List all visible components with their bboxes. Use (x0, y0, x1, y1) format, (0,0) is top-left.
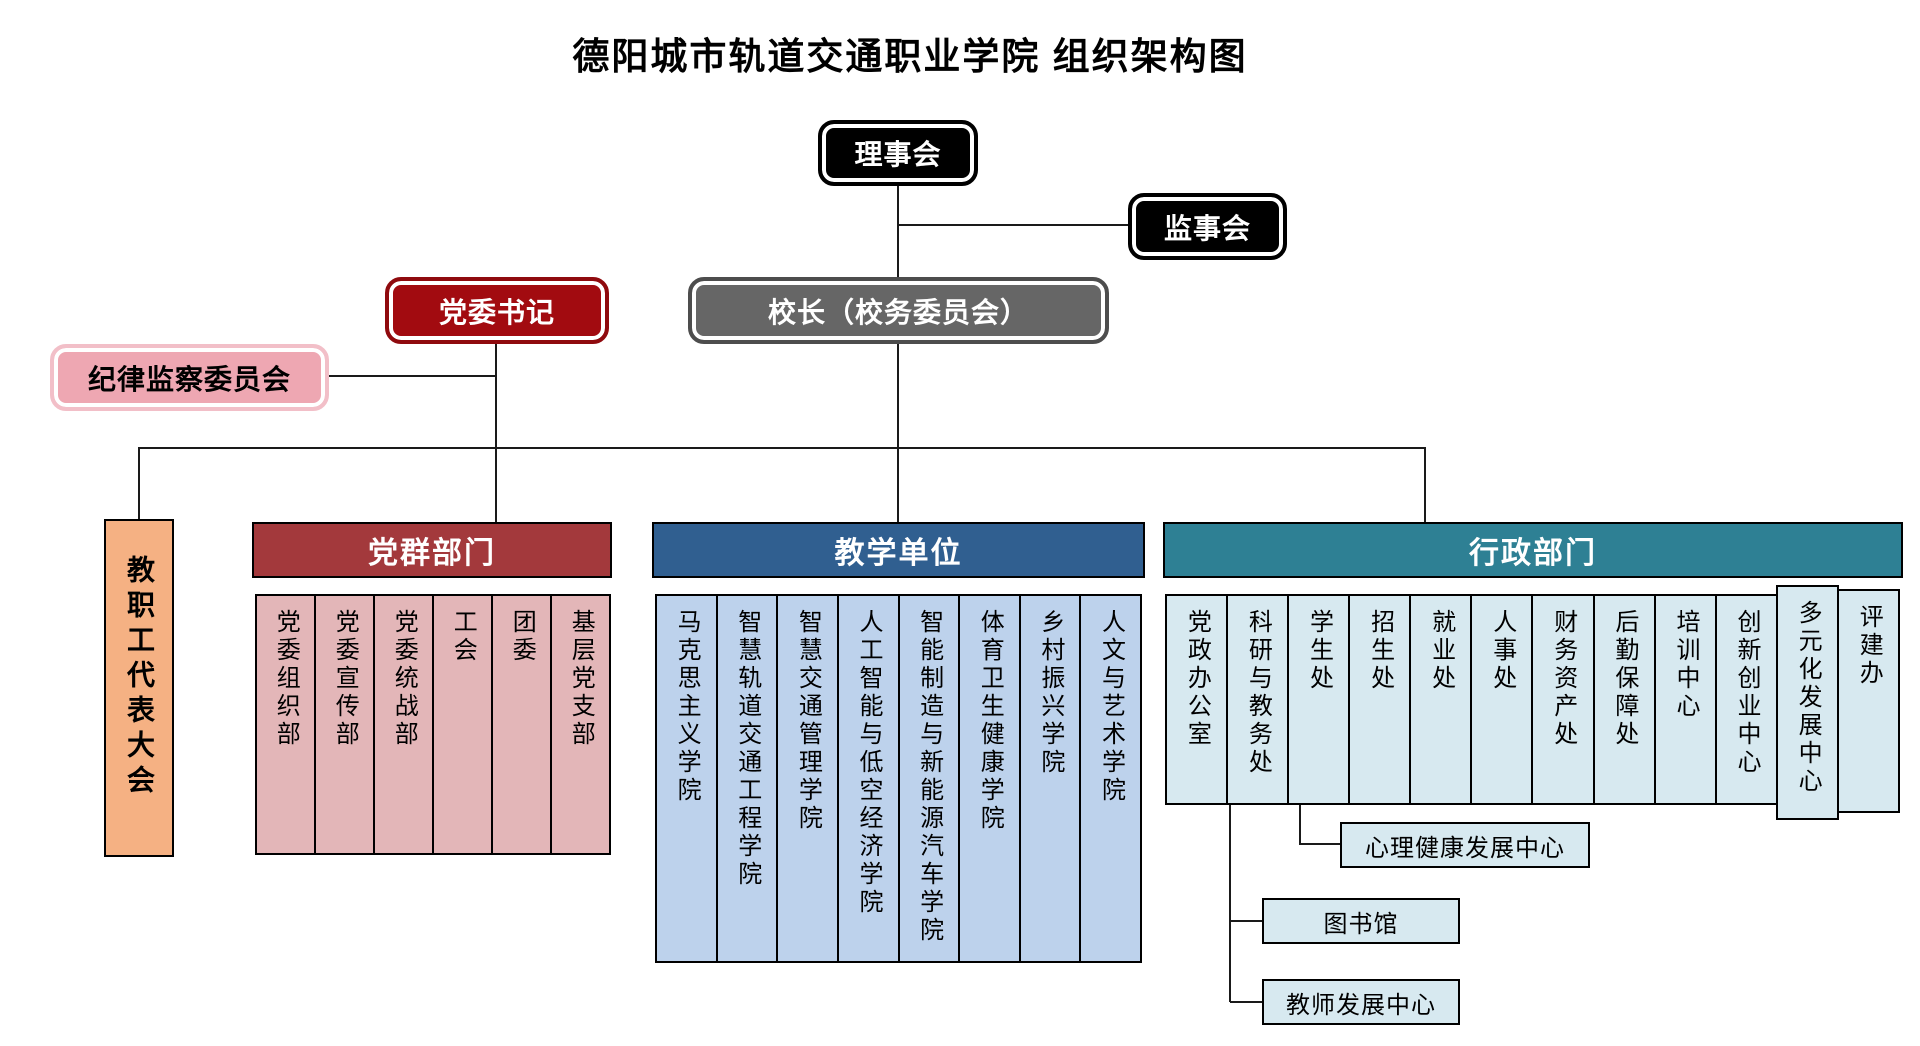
connector-board-president (897, 186, 899, 277)
dept-label: 财务资产处 (1549, 609, 1577, 749)
dept-column: 智能制造与新能源汽车学院 (899, 594, 961, 963)
connector-library-branch (1230, 920, 1262, 922)
dept-label: 体育卫生健康学院 (976, 609, 1004, 833)
dept-label: 党委组织部 (272, 609, 300, 749)
node-president-label: 校长（校务委员会） (767, 296, 1029, 328)
page-title: 德阳城市轨道交通职业学院 组织架构图 (572, 36, 1248, 77)
node-party-secretary-label: 党委书记 (438, 296, 555, 328)
node-discipline-label: 纪律监察委员会 (87, 363, 291, 395)
dept-label: 人事处 (1488, 609, 1516, 693)
dept-column: 党政办公室 (1165, 594, 1229, 805)
dept-label: 招生处 (1366, 609, 1394, 693)
dept-column: 创新创业中心 (1716, 594, 1778, 805)
dept-label: 党委统战部 (390, 609, 418, 749)
dept-column: 工会 (434, 594, 493, 855)
connector-discipline-branch (329, 375, 497, 377)
dept-label: 科研与教务处 (1244, 609, 1272, 777)
node-supervisory-board: 监事会 (1128, 193, 1287, 260)
dept-column: 智慧轨道交通工程学院 (717, 594, 779, 963)
connector-admin-drop (1424, 448, 1426, 522)
node-supervisory-label: 监事会 (1163, 212, 1251, 244)
dept-label: 评建办 (1855, 604, 1883, 688)
dept-label: 马克思主义学院 (673, 609, 701, 805)
node-mental-health-center: 心理健康发展中心 (1340, 822, 1590, 868)
connector-party-secretary-down (495, 344, 497, 522)
dept-column: 后勤保障处 (1594, 594, 1656, 805)
dept-column: 体育卫生健康学院 (960, 594, 1021, 963)
node-president: 校长（校务委员会） (688, 277, 1109, 344)
node-teacher-dev-center: 教师发展中心 (1262, 979, 1460, 1025)
dept-column: 乡村振兴学院 (1020, 594, 1082, 963)
dept-label: 就业处 (1427, 609, 1455, 693)
node-party-secretary: 党委书记 (385, 277, 609, 344)
node-staff-congress: 教职工代表大会 (104, 519, 174, 857)
dept-column: 科研与教务处 (1228, 594, 1290, 805)
dept-label: 乡村振兴学院 (1036, 609, 1064, 777)
node-teacher-dev-label: 教师发展中心 (1286, 991, 1436, 1019)
dept-label: 培训中心 (1671, 609, 1699, 721)
node-library: 图书馆 (1262, 898, 1460, 944)
dept-column: 党委组织部 (255, 594, 316, 855)
dept-column: 多元化发展中心 (1775, 585, 1839, 820)
connector-student-affairs-down (1299, 805, 1301, 845)
dept-label: 党政办公室 (1183, 609, 1211, 749)
node-board-label: 理事会 (854, 139, 942, 170)
admin-columns: 党政办公室 科研与教务处 学生处 招生处 就业处 人事处 财务资产处 后勤保障处… (1165, 585, 1900, 820)
dept-label: 团委 (508, 609, 536, 665)
dept-label: 后勤保障处 (1610, 609, 1638, 749)
dept-column: 智慧交通管理学院 (778, 594, 839, 963)
dept-label: 智能制造与新能源汽车学院 (915, 609, 943, 945)
dept-label: 人工智能与低空经济学院 (854, 609, 882, 917)
connector-academic-affairs-down (1229, 805, 1231, 1002)
dept-label: 学生处 (1305, 609, 1333, 693)
party-group-columns: 党委组织部 党委宣传部 党委统战部 工会 团委 基层党支部 (255, 594, 611, 855)
dept-column: 人文与艺术学院 (1081, 594, 1142, 963)
dept-column: 团委 (493, 594, 552, 855)
dept-label: 多元化发展中心 (1794, 600, 1822, 796)
node-discipline-committee: 纪律监察委员会 (50, 344, 329, 411)
connector-supervisory-branch (898, 224, 1128, 226)
section-header-admin-label: 行政部门 (1469, 537, 1597, 570)
dept-column: 学生处 (1289, 594, 1351, 805)
dept-column: 培训中心 (1655, 594, 1717, 805)
dept-column: 党委宣传部 (316, 594, 375, 855)
connector-president-down (897, 344, 899, 522)
dept-column: 财务资产处 (1533, 594, 1595, 805)
node-staff-congress-label: 教职工代表大会 (124, 555, 155, 800)
node-library-label: 图书馆 (1323, 910, 1399, 938)
dept-column: 招生处 (1350, 594, 1412, 805)
dept-column: 评建办 (1836, 589, 1900, 813)
dept-label: 工会 (449, 609, 477, 665)
connector-teacher-dev-branch (1230, 1001, 1262, 1003)
dept-column: 人事处 (1472, 594, 1534, 805)
connector-mental-health-branch (1300, 843, 1340, 845)
dept-label: 智慧交通管理学院 (794, 609, 822, 833)
node-board-of-directors: 理事会 (818, 120, 978, 186)
dept-column: 人工智能与低空经济学院 (838, 594, 900, 963)
dept-label: 人文与艺术学院 (1097, 609, 1125, 805)
section-header-party-group: 党群部门 (252, 522, 612, 578)
dept-column: 党委统战部 (375, 594, 434, 855)
section-header-teaching: 教学单位 (652, 522, 1145, 578)
connector-staff-congress-drop (138, 448, 140, 520)
dept-label: 党委宣传部 (331, 609, 359, 749)
node-mental-health-label: 心理健康发展中心 (1365, 834, 1565, 862)
section-header-teaching-label: 教学单位 (834, 537, 963, 570)
dept-column: 基层党支部 (552, 594, 611, 855)
connector-trunk (138, 447, 1426, 449)
dept-column: 马克思主义学院 (655, 594, 718, 963)
dept-label: 创新创业中心 (1733, 609, 1761, 777)
dept-label: 智慧轨道交通工程学院 (733, 609, 761, 889)
teaching-columns: 马克思主义学院 智慧轨道交通工程学院 智慧交通管理学院 人工智能与低空经济学院 … (655, 594, 1142, 963)
section-header-admin: 行政部门 (1163, 522, 1903, 578)
section-header-party-group-label: 党群部门 (368, 537, 496, 570)
dept-column: 就业处 (1411, 594, 1473, 805)
dept-label: 基层党支部 (567, 609, 595, 749)
